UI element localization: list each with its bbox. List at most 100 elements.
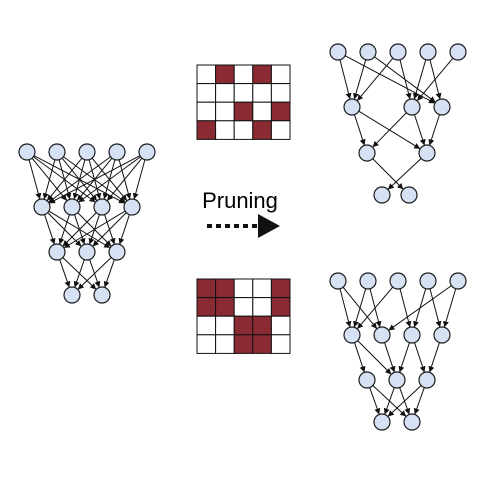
connection-edge <box>48 156 111 203</box>
connection-edge <box>357 286 394 329</box>
mask-cell-kept <box>215 83 235 103</box>
connection-edge <box>372 158 404 190</box>
connection-edge <box>49 155 141 204</box>
mask-cell-kept <box>252 83 272 103</box>
neuron-node <box>400 186 418 204</box>
mask-cell-kept <box>233 120 254 140</box>
mask-cell-pruned <box>196 120 217 140</box>
neuron-node <box>93 198 111 216</box>
neuron-node <box>329 43 347 61</box>
connection-edge <box>44 214 56 245</box>
connection-edge <box>357 340 392 375</box>
connection-edge <box>398 342 410 373</box>
mask-cell-kept <box>215 120 235 140</box>
connection-edge <box>59 259 71 288</box>
mask-cell-pruned <box>270 297 291 317</box>
connection-edge <box>106 157 143 201</box>
mask-cell-pruned <box>215 278 235 299</box>
connection-edge <box>384 342 396 373</box>
connection-edge <box>92 212 127 247</box>
neuron-node <box>419 43 437 61</box>
neuron-node <box>418 371 436 389</box>
connection-edge <box>62 212 97 247</box>
unstructured-mask <box>196 64 291 140</box>
mask-cell-pruned <box>233 101 254 122</box>
mask-cell-kept <box>233 83 254 103</box>
connection-edge <box>369 387 381 415</box>
neuron-node <box>388 371 406 389</box>
connection-edge <box>388 285 452 331</box>
mask-cell-kept <box>270 334 291 354</box>
neuron-node <box>403 413 421 431</box>
mask-cell-kept <box>252 278 272 299</box>
connection-edge <box>28 159 42 200</box>
connection-edge <box>399 59 412 100</box>
mask-cell-pruned <box>252 315 272 336</box>
dense-network <box>18 143 156 304</box>
connection-edge <box>428 114 440 146</box>
neuron-node <box>63 286 81 304</box>
mask-cell-kept <box>270 64 291 85</box>
connection-edge <box>354 342 366 373</box>
neuron-node <box>343 98 361 116</box>
neuron-node <box>48 143 66 161</box>
connection-edge <box>417 57 454 101</box>
connection-edge <box>103 259 115 288</box>
mask-cell-pruned <box>215 297 235 317</box>
connection-edge <box>354 114 366 146</box>
neuron-node <box>63 198 81 216</box>
mask-cell-pruned <box>252 64 272 85</box>
neuron-node <box>359 43 377 61</box>
neuron-node <box>389 272 407 290</box>
connection-edge <box>132 159 146 200</box>
mask-cell-kept <box>233 278 254 299</box>
connection-edge <box>387 385 422 417</box>
connection-edge <box>78 156 141 203</box>
connection-edge <box>58 214 70 245</box>
connection-edge <box>383 387 395 415</box>
neuron-node <box>18 143 36 161</box>
neuron-node <box>403 326 421 344</box>
neuron-node <box>78 243 96 261</box>
connection-edge <box>429 288 442 328</box>
connection-edge <box>413 387 425 415</box>
neuron-node <box>373 186 391 204</box>
connection-edge <box>118 214 130 245</box>
neuron-node <box>329 272 347 290</box>
connection-edge <box>77 257 112 290</box>
connection-edge <box>414 114 426 146</box>
mask-cell-kept <box>215 315 235 336</box>
mask-cell-kept <box>196 64 217 85</box>
mask-cell-kept <box>270 315 291 336</box>
connection-edge <box>339 59 352 100</box>
mask-cell-kept <box>270 120 291 140</box>
neuron-node <box>359 272 377 290</box>
mask-cell-kept <box>252 101 272 122</box>
connection-edge <box>63 210 126 249</box>
connection-edge <box>387 158 422 190</box>
neuron-node <box>108 143 126 161</box>
structured-mask <box>196 278 291 354</box>
neuron-node <box>358 144 376 162</box>
neuron-node <box>419 272 437 290</box>
mask-cell-kept <box>270 83 291 103</box>
neuron-node <box>78 143 96 161</box>
neuron-node <box>449 43 467 61</box>
connection-edge <box>372 112 407 148</box>
neuron-node <box>343 326 361 344</box>
neuron-node <box>389 43 407 61</box>
mask-cell-kept <box>215 334 235 354</box>
connection-edge <box>73 259 85 288</box>
connection-edge <box>42 159 56 200</box>
pruned-network-unstructured <box>329 43 467 204</box>
mask-cell-kept <box>196 83 217 103</box>
neuron-node <box>48 243 66 261</box>
mask-cell-pruned <box>270 278 291 299</box>
mask-cell-kept <box>196 315 217 336</box>
neuron-node <box>373 413 391 431</box>
neuron-node <box>108 243 126 261</box>
neuron-node <box>433 98 451 116</box>
neuron-node <box>138 143 156 161</box>
neuron-node <box>373 326 391 344</box>
mask-cell-pruned <box>270 101 291 122</box>
